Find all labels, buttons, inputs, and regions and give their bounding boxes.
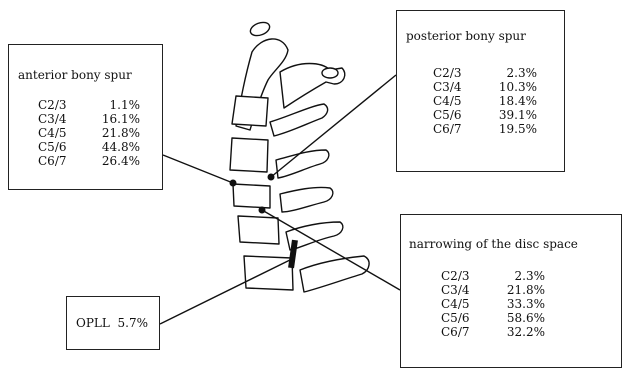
opll-leader-line — [160, 258, 294, 324]
level-label: C6/7 — [38, 154, 86, 168]
percent-value: 21.8% — [86, 126, 140, 140]
level-label: C4/5 — [38, 126, 86, 140]
posterior-pointer-dot — [268, 174, 275, 181]
atlas-posterior-ring-outline — [322, 68, 338, 78]
percent-value: 2.3% — [489, 269, 545, 283]
level-label: C2/3 — [38, 98, 86, 112]
percent-value: 58.6% — [489, 311, 545, 325]
percent-value: 10.3% — [481, 80, 537, 94]
percent-value: 21.8% — [489, 283, 545, 297]
opll-percent: 5.7% — [118, 316, 149, 330]
level-label: C3/4 — [433, 80, 481, 94]
level-label: C4/5 — [433, 94, 481, 108]
level-label: C2/3 — [433, 66, 481, 80]
opll-box: OPLL 5.7% — [66, 296, 160, 350]
percent-value: 33.3% — [489, 297, 545, 311]
level-label: C5/6 — [38, 140, 86, 154]
opll-label: OPLL — [76, 316, 110, 330]
level-label: C6/7 — [441, 325, 489, 339]
atlas-ring-outline — [249, 20, 272, 38]
percent-value: 16.1% — [86, 112, 140, 126]
level-label: C2/3 — [441, 269, 489, 283]
anterior-leader-line — [163, 155, 233, 183]
percent-value: 19.5% — [481, 122, 537, 136]
c4-spinous-process-outline — [276, 150, 329, 178]
c3-spinous-process-outline — [270, 104, 328, 136]
c7-body-outline — [244, 256, 293, 290]
c3-body-outline — [232, 96, 268, 126]
percent-value: 2.3% — [481, 66, 537, 80]
percent-value: 26.4% — [86, 154, 140, 168]
percent-value: 44.8% — [86, 140, 140, 154]
c4-body-outline — [230, 138, 268, 172]
anterior-pointer-dot — [230, 180, 237, 187]
percent-value: 32.2% — [489, 325, 545, 339]
percent-value: 1.1% — [86, 98, 140, 112]
level-label: C5/6 — [441, 311, 489, 325]
percent-value: 18.4% — [481, 94, 537, 108]
level-label: C6/7 — [433, 122, 481, 136]
narrowing-pointer-dot — [259, 207, 266, 214]
opll-text: OPLL 5.7% — [76, 316, 148, 330]
level-label: C4/5 — [441, 297, 489, 311]
posterior-bony-spur-title: posterior bony spur — [406, 29, 526, 43]
narrowing-disc-space-title: narrowing of the disc space — [409, 237, 578, 251]
percent-value: 39.1% — [481, 108, 537, 122]
level-label: C5/6 — [433, 108, 481, 122]
c6-body-outline — [238, 216, 279, 244]
c5-spinous-process-outline — [280, 187, 333, 212]
anterior-bony-spur-title: anterior bony spur — [18, 68, 132, 82]
level-label: C3/4 — [441, 283, 489, 297]
level-label: C3/4 — [38, 112, 86, 126]
c7-spinous-process-outline — [300, 256, 369, 292]
c5-body-outline — [233, 184, 270, 208]
